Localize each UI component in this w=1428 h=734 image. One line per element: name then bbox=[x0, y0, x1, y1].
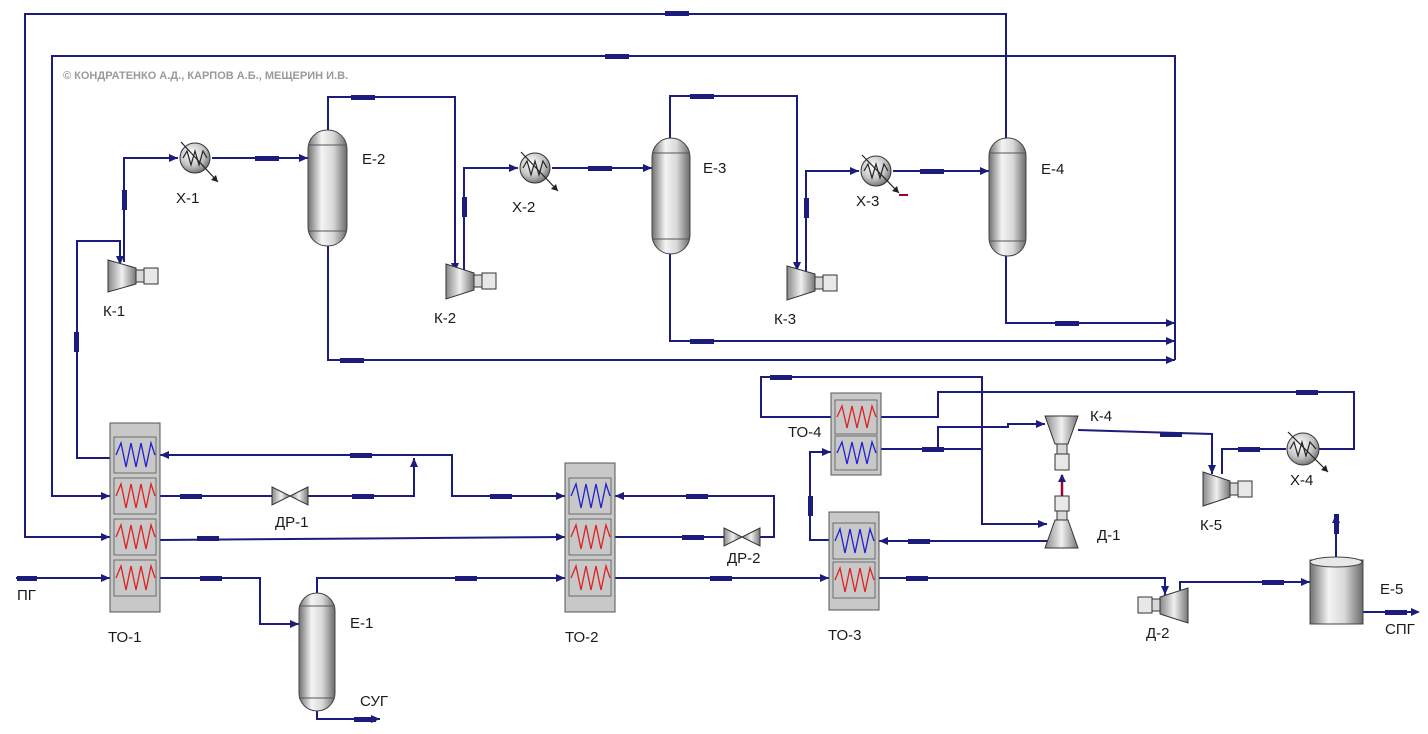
label-d1: Д-1 bbox=[1097, 527, 1121, 544]
pipe-dr2-loop bbox=[615, 495, 775, 538]
heat-exchanger-to1[interactable] bbox=[109, 422, 161, 613]
vessel-e3[interactable] bbox=[651, 137, 691, 255]
pipe-k3-to-x3 bbox=[805, 170, 859, 274]
label-x3: Х-3 bbox=[856, 193, 879, 210]
throttle-valve-dr2[interactable] bbox=[723, 527, 761, 547]
pipe-k1-to-x1 bbox=[123, 157, 178, 262]
pipe-e2-top-to-k2 bbox=[327, 96, 456, 272]
label-dr2: ДР-2 bbox=[727, 550, 761, 567]
heat-exchanger-to3[interactable] bbox=[828, 511, 880, 611]
cooler-x3[interactable] bbox=[860, 154, 908, 196]
pipe-d2-to-e5 bbox=[1179, 581, 1310, 590]
pipe-to1-to-e1 bbox=[160, 577, 299, 625]
compressor-k3[interactable] bbox=[786, 265, 838, 301]
label-e5: Е-5 bbox=[1380, 581, 1403, 598]
equipment-labels: Х-1 К-1 Е-2 Х-2 К-2 Е-3 Х-3 К-3 Е-4 ТО-1… bbox=[17, 151, 1415, 710]
label-feed: ПГ bbox=[17, 587, 36, 604]
label-lpg: СУГ bbox=[360, 693, 388, 710]
compressor-k2[interactable] bbox=[445, 263, 497, 300]
label-e2: Е-2 bbox=[362, 151, 385, 168]
cooler-x1[interactable] bbox=[179, 141, 219, 183]
expander-d2[interactable] bbox=[1137, 587, 1189, 624]
pipe-e4-bottom bbox=[1005, 255, 1175, 324]
pipe-to1-to-to2 bbox=[159, 536, 566, 541]
label-to4: ТО-4 bbox=[788, 424, 822, 441]
pipe-to1-to-k1 bbox=[76, 240, 121, 459]
pipe-x4-to-to4 bbox=[881, 391, 1355, 450]
label-k1: К-1 bbox=[103, 303, 125, 320]
vessel-e2[interactable] bbox=[307, 129, 348, 247]
label-k5: К-5 bbox=[1200, 517, 1222, 534]
throttle-valve-dr1[interactable] bbox=[271, 486, 309, 506]
pipe-to4-top-loop bbox=[760, 376, 983, 449]
label-e4: Е-4 bbox=[1041, 161, 1064, 178]
label-e1: Е-1 bbox=[350, 615, 373, 632]
label-e3: Е-3 bbox=[703, 160, 726, 177]
pipe-to4-to-k4 bbox=[937, 423, 1045, 449]
pipe-e1-top-to-to2 bbox=[316, 577, 565, 593]
compressor-k1[interactable] bbox=[107, 259, 159, 293]
label-x1: Х-1 bbox=[176, 190, 199, 207]
pipe-k4-to-k5 bbox=[1077, 429, 1213, 474]
vessel-e1[interactable] bbox=[298, 592, 336, 712]
pipe-to3-to-to4 bbox=[809, 451, 831, 541]
compressor-k5[interactable] bbox=[1202, 471, 1253, 507]
label-dr1: ДР-1 bbox=[275, 514, 309, 531]
vessel-e4[interactable] bbox=[988, 137, 1027, 257]
pipe-k5-to-x4 bbox=[1221, 448, 1286, 474]
label-k4: К-4 bbox=[1090, 408, 1112, 425]
label-k2: К-2 bbox=[434, 310, 456, 327]
pipe-liquid-return-loop bbox=[51, 55, 1176, 497]
pipe-e2-bottom bbox=[327, 245, 1175, 361]
pipelines bbox=[16, 13, 1416, 720]
expander-d1[interactable] bbox=[1044, 495, 1079, 549]
cooler-x4[interactable] bbox=[1286, 431, 1329, 473]
pipe-e3-bottom bbox=[669, 253, 1175, 342]
vessel-e5[interactable] bbox=[1309, 556, 1364, 625]
pipe-e3-top-to-k3 bbox=[669, 95, 798, 271]
label-to2: ТО-2 bbox=[565, 629, 599, 646]
pipe-k2-to-x2 bbox=[463, 167, 518, 273]
heat-exchanger-to2[interactable] bbox=[564, 462, 616, 613]
label-x4: Х-4 bbox=[1290, 472, 1313, 489]
compressor-k4[interactable] bbox=[1044, 415, 1079, 471]
label-k3: К-3 bbox=[774, 311, 796, 328]
flow-arrows bbox=[17, 11, 1420, 723]
copyright-text: © КОНДРАТЕНКО А.Д., КАРПОВ А.Б., МЕЩЕРИН… bbox=[63, 70, 348, 82]
pipe-dr1-out bbox=[308, 458, 415, 497]
pipe-to1-top-return bbox=[160, 454, 565, 497]
label-to3: ТО-3 bbox=[828, 627, 862, 644]
label-d2: Д-2 bbox=[1146, 625, 1170, 642]
label-x2: Х-2 bbox=[512, 199, 535, 216]
label-lng: СПГ bbox=[1385, 621, 1415, 638]
label-to1: ТО-1 bbox=[108, 629, 142, 646]
cooler-x2[interactable] bbox=[519, 151, 559, 192]
heat-exchanger-to4[interactable] bbox=[830, 392, 882, 476]
pipe-to4-to-d1 bbox=[881, 448, 1047, 525]
